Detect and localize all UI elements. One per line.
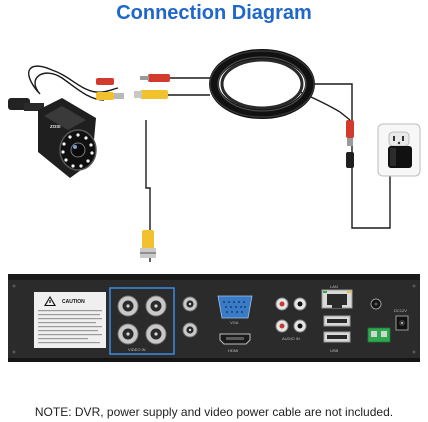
camera-highlight [44, 106, 86, 130]
warning-fine-print [38, 310, 102, 344]
camera-ir-leds [61, 133, 94, 168]
power-supply [388, 146, 412, 168]
cable-spool [209, 49, 315, 119]
video-in-highlight [109, 287, 175, 355]
lan-label: LAN [330, 284, 338, 289]
spool-power-barrel [347, 138, 353, 146]
extension-bnc-ring [134, 91, 142, 98]
camera-pigtail-cable [28, 65, 119, 93]
dvr-unit: CAUTION [8, 274, 420, 362]
extension-bnc-connector [140, 90, 168, 99]
camera-pigtail-cable-2 [34, 72, 105, 101]
dvr-top-edge [8, 274, 420, 280]
bullet-camera: ZOSI [8, 98, 97, 178]
bnc-port-1 [117, 295, 139, 317]
power-cable [312, 83, 391, 229]
spool-power-lead-down [339, 111, 351, 121]
video-out-bnc-ports [182, 296, 198, 338]
caution-text: CAUTION [62, 299, 85, 305]
bnc-plug-ring-shade [140, 252, 156, 254]
extension-power-barrel [140, 76, 149, 80]
spool-output-connectors [339, 111, 354, 168]
camera-bnc-connector [96, 92, 114, 100]
bnc-port-4 [145, 323, 167, 345]
audio-in-label: AUDIO IN [282, 336, 300, 341]
usb-label: USB [330, 348, 339, 353]
extension-link-cable [168, 77, 210, 96]
hdmi-label: HDMI [228, 348, 238, 353]
audio-jack [370, 298, 382, 310]
power-label: DC12V [394, 308, 407, 313]
camera-lens [70, 142, 86, 158]
dvr-bnc-plug [140, 230, 156, 258]
hdmi-port [219, 333, 251, 345]
dvr-bottom-edge [8, 358, 420, 362]
audio-rca-ports [275, 297, 307, 333]
camera-power-connector [96, 78, 114, 85]
camera-bnc-tip [114, 93, 124, 99]
spool-power-connector-lower [346, 152, 354, 168]
camera-mount-arm [24, 103, 44, 111]
cable-lines [28, 65, 391, 262]
extension-connectors [134, 74, 210, 99]
green-terminal-block [367, 327, 391, 343]
page-title: Connection Diagram [116, 2, 312, 24]
footer-note: NOTE: DVR, power supply and video power … [34, 405, 394, 419]
spool-power-connector [346, 120, 354, 138]
vga-label: VGA [230, 320, 239, 325]
usb-ports [323, 315, 351, 343]
camera-brand-label: ZOSI [50, 124, 61, 129]
power-adapter-shade [390, 148, 396, 166]
vga-port [217, 295, 253, 319]
bnc-port-3 [117, 323, 139, 345]
bnc-port-2 [145, 295, 167, 317]
extension-power-connector [148, 74, 170, 82]
video-in-label: VIDEO IN [128, 347, 146, 352]
bnc-video-cable [145, 120, 151, 262]
bnc-plug-body [142, 230, 154, 250]
dc-power-port [395, 315, 409, 331]
lan-port [321, 289, 353, 309]
video-in-bnc-ports [117, 295, 167, 345]
camera-connectors [96, 78, 124, 100]
camera-lens-glint [73, 145, 77, 149]
